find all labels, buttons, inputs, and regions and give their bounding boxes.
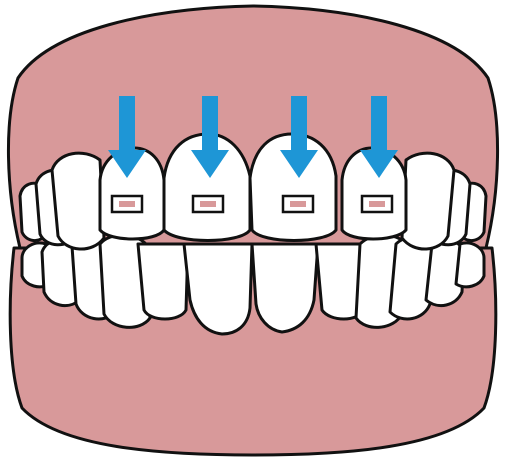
- lower-lateral-left: [138, 244, 188, 319]
- bracket-1: [112, 196, 142, 212]
- bracket-4: [362, 196, 392, 212]
- bracket-slot: [200, 201, 216, 207]
- upper-premolar-right: [402, 153, 454, 249]
- upper-premolar-left: [52, 153, 104, 249]
- bracket-slot: [369, 201, 385, 207]
- lower-molar-right-outer: [456, 243, 484, 287]
- bracket-slot: [290, 201, 306, 207]
- bracket-3: [283, 196, 313, 212]
- bracket-2: [193, 196, 223, 212]
- bracket-slot: [119, 201, 135, 207]
